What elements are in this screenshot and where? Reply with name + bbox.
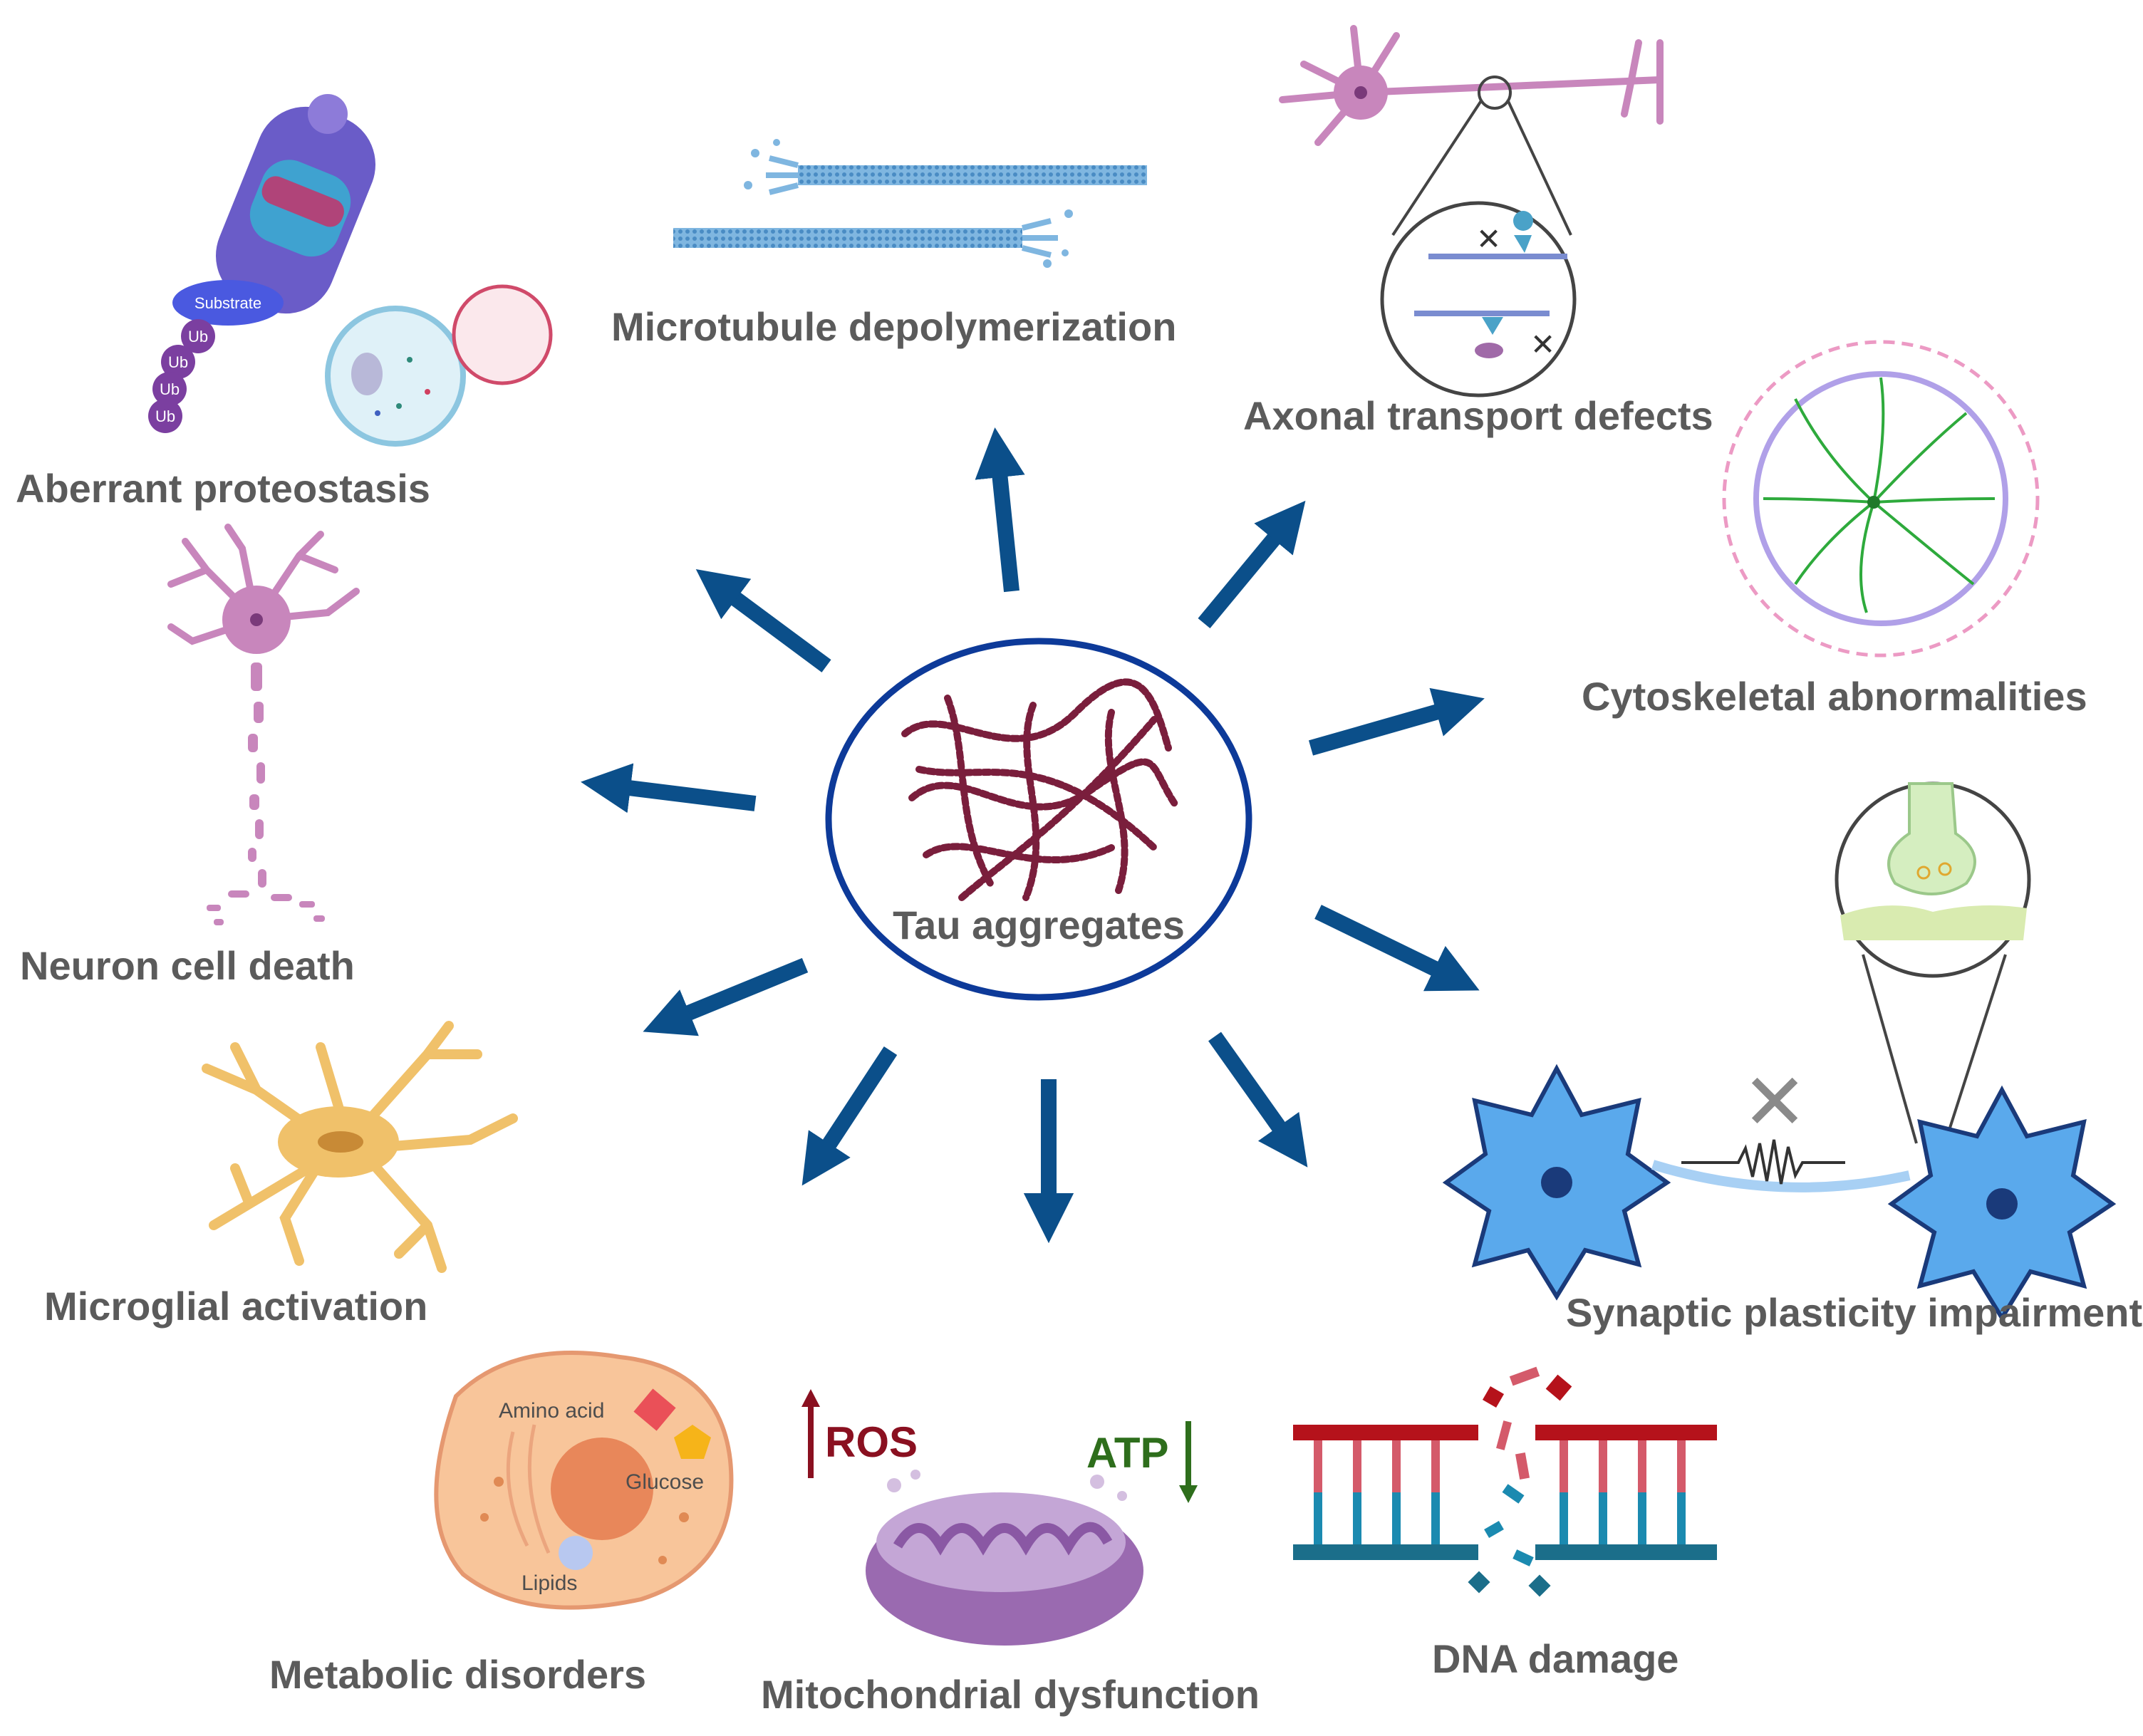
microtubule-upper xyxy=(798,165,1147,185)
dna-group: DNA damage xyxy=(1293,1366,1717,1681)
blocked-x-icon: ✕ xyxy=(1476,222,1501,256)
autophagosome-icon xyxy=(325,306,466,447)
neuron-death-group: Neuron cell death xyxy=(20,524,360,988)
ub-label: Ub xyxy=(160,380,180,398)
arrow-to-microtubule xyxy=(975,427,1025,593)
microglial-group: Microglial activation xyxy=(44,1021,518,1329)
neuron-nucleus xyxy=(1354,86,1367,99)
mitochondrial-label: Mitochondrial dysfunction xyxy=(761,1672,1260,1717)
neuron-death-label: Neuron cell death xyxy=(20,943,355,988)
amino-acid-label: Amino acid xyxy=(499,1399,604,1423)
atp-label: ATP xyxy=(1086,1429,1169,1477)
vesicle-icon xyxy=(1938,862,1952,876)
axonal-group: ✕ ✕ Axonal transport defects xyxy=(1243,25,1713,438)
microtubule-label: Microtubule depolymerization xyxy=(611,304,1176,349)
lysosome-icon xyxy=(452,284,553,385)
proteostasis-label: Aberrant proteostasis xyxy=(16,466,430,511)
cristae xyxy=(893,1522,1113,1556)
neuron-nucleus xyxy=(1986,1188,2018,1220)
fragmented-axon xyxy=(207,662,325,925)
tubulin-dimers xyxy=(744,139,1073,268)
glucose-icon xyxy=(674,1425,711,1459)
arrow-to-dna xyxy=(1208,1031,1308,1168)
zoom-line-right xyxy=(1506,99,1572,236)
microtubule-aster xyxy=(1763,377,1996,613)
microtubule-group: Microtubule depolymerization xyxy=(611,139,1176,349)
tau-fibril-tangle-icon xyxy=(901,678,1179,901)
zoom-ring xyxy=(1478,76,1512,110)
cytoskeletal-label: Cytoskeletal abnormalities xyxy=(1582,674,2087,719)
axonal-label: Axonal transport defects xyxy=(1243,393,1713,438)
signal-arrow xyxy=(1651,1160,1911,1192)
mitochondrion-matrix xyxy=(876,1492,1126,1592)
neuron-nucleus xyxy=(250,613,263,626)
transport-zoom-circle xyxy=(1380,201,1577,397)
synaptic-group: ✕ Synaptic plasticity impairment xyxy=(1442,781,2142,1335)
dna-strand-top-left xyxy=(1293,1425,1478,1440)
microglial-label: Microglial activation xyxy=(44,1284,427,1329)
metabolic-label: Metabolic disorders xyxy=(269,1652,646,1697)
dna-label: DNA damage xyxy=(1432,1636,1678,1681)
center-label: Tau aggregates xyxy=(893,903,1185,947)
blocked-x-icon: ✕ xyxy=(1530,327,1555,362)
presynaptic-terminal xyxy=(1887,782,1976,895)
lipids-label: Lipids xyxy=(522,1571,577,1595)
glucose-label: Glucose xyxy=(626,1470,704,1494)
proteostasis-group: Substrate Ub Ub Ub Ub Aberrant proteosta… xyxy=(16,94,553,511)
cell-outline-outer xyxy=(1722,340,2040,658)
substrate-label: Substrate xyxy=(194,294,261,312)
wave-icon xyxy=(1681,1139,1845,1185)
atp-arrowhead xyxy=(1179,1485,1198,1503)
cytoskeletal-group: Cytoskeletal abnormalities xyxy=(1582,340,2087,719)
microtubule-lower xyxy=(673,228,1022,248)
ub-label: Ub xyxy=(188,328,208,345)
nucleus xyxy=(551,1438,653,1540)
ub-label: Ub xyxy=(155,407,175,425)
arrow-to-proteostasis xyxy=(695,569,831,672)
dna-strand-top-right xyxy=(1535,1425,1717,1440)
dna-strand-bottom-left xyxy=(1293,1544,1478,1560)
microglia-nucleus xyxy=(318,1131,363,1153)
amino-acid-icon xyxy=(633,1388,676,1431)
arrows xyxy=(581,427,1485,1244)
zoom-line-right xyxy=(1944,954,2007,1144)
ub-label: Ub xyxy=(168,353,188,371)
postsynaptic-membrane xyxy=(1840,905,2027,940)
mito-particles xyxy=(887,1470,1127,1501)
lipid-icon xyxy=(559,1536,593,1570)
microtubule-upper-frayed-end xyxy=(766,155,799,195)
cell-outline-inner xyxy=(1753,371,2008,626)
base-pairs xyxy=(1314,1440,1686,1544)
proteasome-icon xyxy=(215,94,376,314)
zoom-line-left xyxy=(1391,98,1483,237)
dna-strand-bottom-right xyxy=(1535,1544,1717,1560)
zoom-line-left xyxy=(1862,954,1918,1144)
arrow-to-axonal xyxy=(1198,500,1306,629)
motor-protein-track xyxy=(1414,211,1567,358)
synaptic-label: Synaptic plasticity impairment xyxy=(1566,1290,2142,1335)
arrow-to-cytoskeletal xyxy=(1308,687,1485,756)
er-membrane xyxy=(506,1424,551,1554)
arrow-to-synaptic xyxy=(1314,905,1480,992)
ros-arrowhead xyxy=(801,1389,820,1407)
ros-label: ROS xyxy=(825,1418,918,1466)
metabolic-group: Amino acid Glucose Lipids Metabolic diso… xyxy=(269,1351,734,1697)
vesicle-icon xyxy=(1916,866,1931,880)
arrow-to-microglial xyxy=(643,957,809,1036)
arrow-to-metabolic xyxy=(801,1046,898,1186)
mitochondrial-group: ROS ATP Mitochondrial dysfunction xyxy=(761,1389,1260,1717)
substrate-badge xyxy=(172,280,284,326)
tau-aggregates-node: Tau aggregates xyxy=(825,638,1252,1001)
microtubule-lower-frayed-end xyxy=(1022,218,1058,258)
dna-fragments xyxy=(1468,1366,1572,1597)
blocked-x-icon: ✕ xyxy=(1742,1056,1807,1148)
centrosome-icon xyxy=(1867,496,1880,509)
neuron-nucleus xyxy=(1541,1167,1572,1198)
arrow-to-neuron-death xyxy=(581,763,757,814)
ubiquitin-chain: Ub Ub Ub Ub xyxy=(148,319,215,433)
metabolite-dots xyxy=(480,1477,689,1564)
